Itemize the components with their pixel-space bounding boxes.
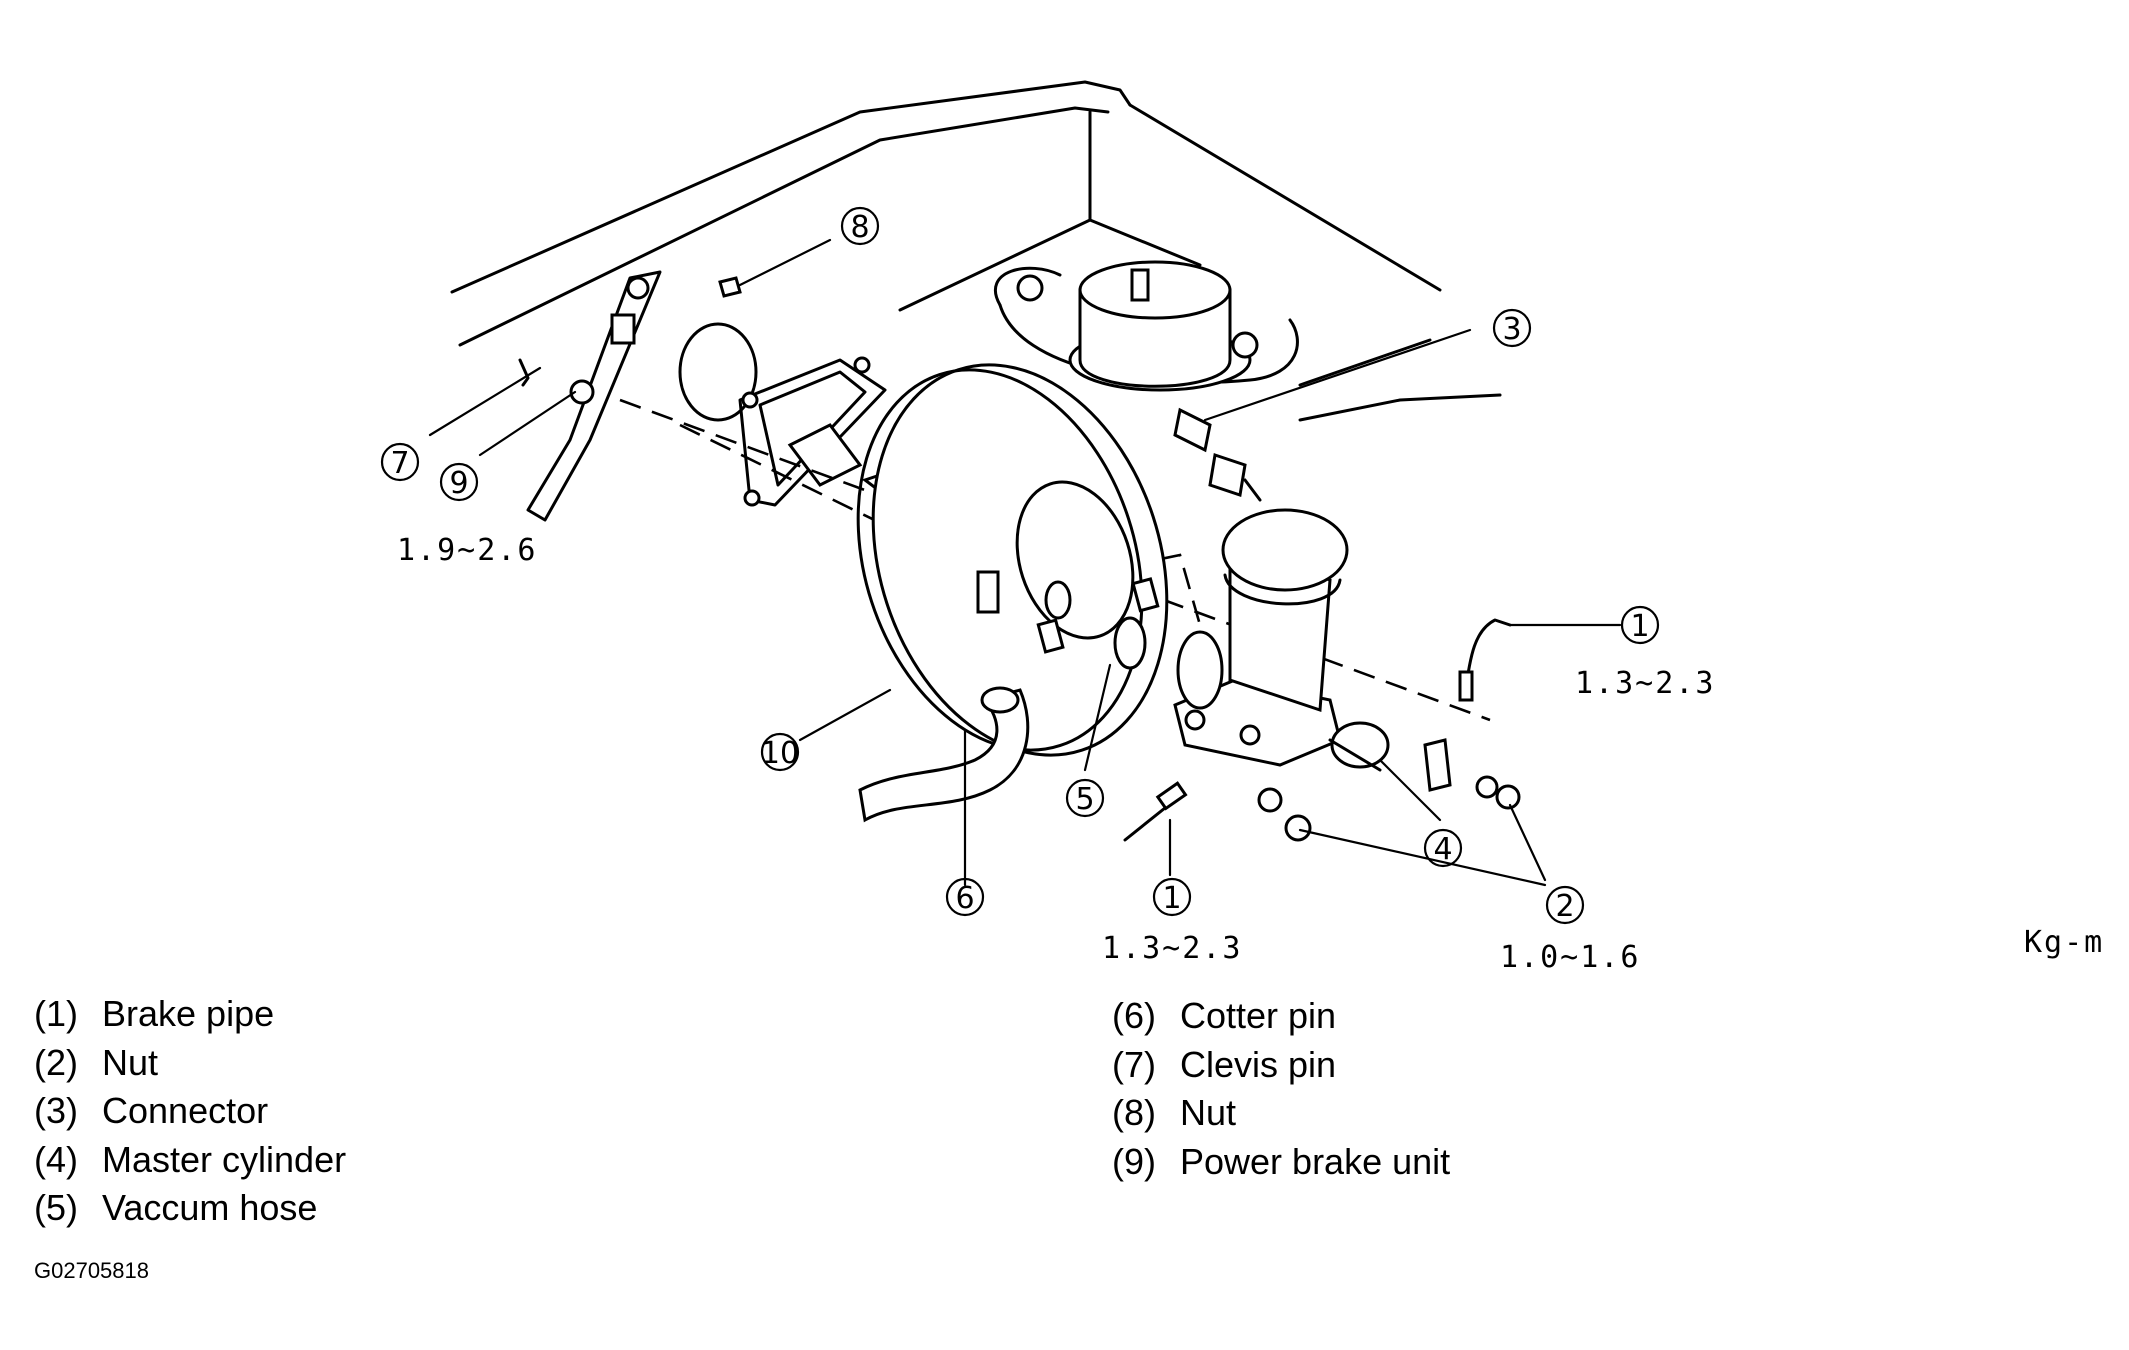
legend-right: (6) Cotter pin (7) Clevis pin (8) Nut (9) Po… [1112, 992, 1450, 1186]
nut-2-icon [1495, 784, 1521, 810]
image-id: G02705818 [34, 1258, 149, 1283]
legend-item: (3) Connector [34, 1087, 346, 1136]
callout-9: 9 [439, 462, 479, 502]
nut-8-icon [718, 276, 742, 298]
svg-text:1: 1 [1162, 881, 1181, 916]
callout-6: 6 [945, 877, 985, 917]
legend-label: Power brake unit [1180, 1140, 1451, 1182]
svg-text:10: 10 [761, 736, 799, 771]
legend-label: Brake pipe [102, 993, 275, 1034]
torque-unit: Kg-m [2024, 925, 2104, 960]
legend-item: (5) Vaccum hose [34, 1184, 346, 1233]
legend-item: (4) Master cylinder [34, 1136, 346, 1185]
master-cylinder [1173, 508, 1390, 772]
legend-label: Vaccum hose [102, 1187, 318, 1228]
vehicle-body-outline [450, 80, 1502, 422]
legend-number: (5) [34, 1187, 78, 1228]
bracket-plate [1423, 738, 1452, 792]
callout-10: 10 [760, 732, 800, 772]
firewall-hole [678, 322, 758, 422]
brake-pipe-lower [1123, 781, 1188, 842]
legend-label: Connector [102, 1090, 269, 1131]
svg-text:7: 7 [390, 446, 409, 481]
svg-text:5: 5 [1075, 782, 1094, 817]
legend-number: (8) [1112, 1092, 1156, 1133]
legend-number: (4) [34, 1138, 78, 1180]
legend-item: (1) Brake pipe [34, 990, 346, 1039]
washer-icon-lower [1257, 787, 1283, 813]
torque-spec-brake-pipe-upper: 1.3~2.3 [1575, 666, 1715, 701]
legend-number: (2) [34, 1041, 78, 1083]
legend-item: (6) Cotter pin [1112, 992, 1450, 1041]
callout-3: 3 [1492, 308, 1532, 348]
callout-7: 7 [380, 442, 420, 482]
legend-item: (8) Nut [1112, 1089, 1450, 1138]
legend-number: (9) [1112, 1140, 1156, 1182]
nut-9-icon [569, 379, 595, 405]
svg-text:2: 2 [1555, 889, 1574, 924]
legend-label: Nut [1180, 1092, 1237, 1133]
callout-8: 8 [840, 206, 880, 246]
brake-pipe-upper [1458, 618, 1512, 702]
svg-text:4: 4 [1433, 832, 1452, 867]
brake-pedal [518, 270, 662, 522]
legend-label: Nut [102, 1041, 159, 1083]
legend-number: (6) [1112, 995, 1156, 1036]
legend-item: (7) Clevis pin [1112, 1041, 1450, 1090]
svg-text:9: 9 [449, 466, 468, 501]
torque-spec-brake-pipe-lower: 1.3~2.3 [1102, 931, 1242, 966]
legend-number: (7) [1112, 1043, 1156, 1085]
brake-booster [856, 363, 1169, 757]
vacuum-hose-seal [1113, 616, 1147, 670]
legend-label: Cotter pin [1180, 995, 1337, 1036]
callout-1-upper: 1 [1620, 605, 1660, 645]
legend-label: Clevis pin [1180, 1043, 1337, 1085]
nut-2-icon-lower [1284, 814, 1312, 842]
svg-text:1: 1 [1630, 609, 1649, 644]
legend-item: (2) Nut [34, 1039, 346, 1088]
mounting-bracket [738, 356, 887, 507]
legend-item: (9) Power brake unit [1112, 1138, 1450, 1187]
legend-number: (1) [34, 993, 78, 1034]
legend-number: (3) [34, 1090, 78, 1131]
svg-text:6: 6 [955, 881, 974, 916]
connector-icon [1173, 407, 1262, 502]
torque-spec-power-brake-unit: 1.9~2.6 [397, 533, 537, 568]
legend-left: (1) Brake pipe (2) Nut (3) Connector (4) Mas… [34, 990, 346, 1233]
callout-4: 4 [1423, 828, 1463, 868]
callout-5: 5 [1065, 778, 1105, 818]
vacuum-hose [858, 616, 1147, 823]
strut-tower [993, 260, 1299, 392]
svg-text:3: 3 [1502, 312, 1521, 347]
callout-1-lower: 1 [1152, 877, 1192, 917]
legend-label: Master cylinder [102, 1138, 347, 1180]
callout-2: 2 [1545, 885, 1585, 925]
washer-icon [1475, 775, 1499, 799]
svg-text:8: 8 [850, 210, 869, 245]
torque-spec-nut: 1.0~1.6 [1500, 940, 1640, 975]
